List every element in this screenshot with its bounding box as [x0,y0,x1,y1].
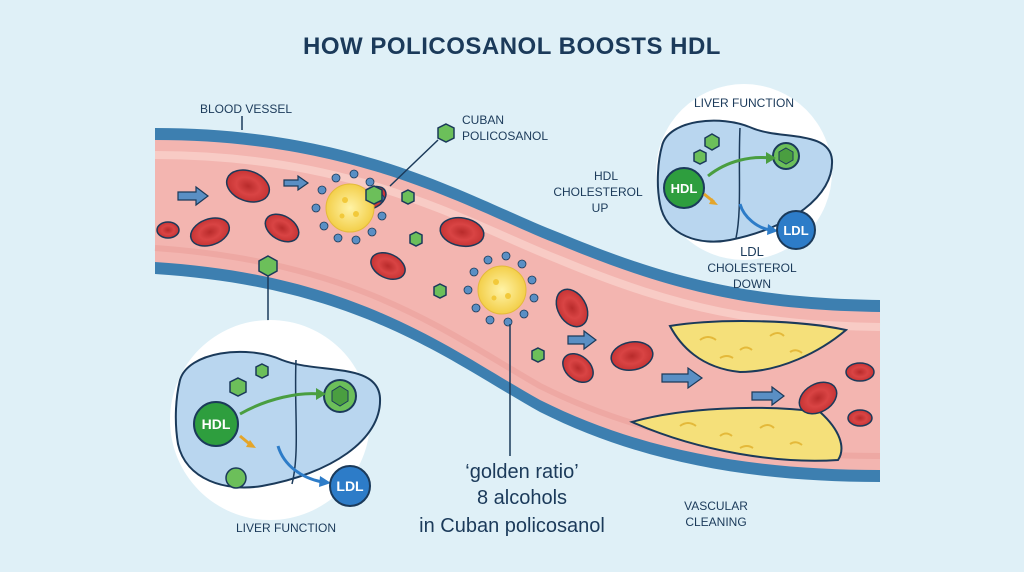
hdl-badge-top: HDL [671,181,698,196]
red-blood-cell [370,251,406,281]
label-cleaning: CLEANING [685,515,746,529]
flow-arrow-icon [751,385,785,407]
red-blood-cell [189,217,231,247]
red-blood-cell [798,381,838,415]
hexagon-icon [437,123,455,143]
liver-panel-top: LIVER FUNCTION HDL LDL [656,84,834,260]
plaque-lower [629,406,843,462]
label-cuban-policosanol: in Cuban policosanol [419,515,605,537]
hexagon-icon [365,185,383,205]
red-blood-cell [264,213,300,243]
red-blood-cell [847,409,873,427]
liver-panel-bottom: HDL LDL [170,320,382,520]
label-policosanol-line2: POLICOSANOL [462,129,548,143]
red-blood-cell [845,362,875,382]
label-liver-function-top: LIVER FUNCTION [694,96,794,110]
red-blood-cell [225,169,271,203]
leader-lines [241,116,511,456]
policosanol-molecules [258,123,545,363]
red-blood-cell [439,216,485,248]
label-eight-alcohols: 8 alcohols [477,487,567,509]
label-hdl-up-line1: HDL [594,169,618,183]
flow-arrow-icon [567,329,597,351]
ldl-badge-top: LDL [783,223,808,238]
label-blood-vessel: BLOOD VESSEL [200,102,292,116]
flow-arrow-icon [177,185,209,207]
plaque-upper [668,320,849,374]
hdl-badge-bottom: HDL [202,416,231,432]
page-title: HOW POLICOSANOL BOOSTS HDL [303,33,721,60]
label-golden-ratio: ‘golden ratio’ [465,461,578,483]
label-liver-function-bottom: LIVER FUNCTION [236,521,336,535]
label-ldl-down-line3: DOWN [733,277,771,291]
label-policosanol-line1: CUBAN [462,113,504,127]
hexagon-icon [433,283,447,299]
hexagon-icon [258,255,278,277]
label-ldl-down-line1: LDL [740,244,764,259]
hexagon-icon [401,189,415,205]
flow-arrows [177,174,785,407]
label-ldl-down-line2: CHOLESTEROL [707,261,797,275]
flow-arrow-icon [661,366,704,390]
flow-arrow-icon [283,174,310,192]
hexagon-icon [409,231,423,247]
red-blood-cell [555,288,589,328]
label-hdl-up-line2: CHOLESTEROL [553,185,643,199]
red-blood-cell [562,352,594,384]
hexagon-icon [531,347,545,363]
label-vascular: VASCULAR [684,499,748,513]
label-hdl-up-line3: UP [592,201,609,215]
ldl-badge-bottom: LDL [336,478,364,494]
policosanol-micelle [463,251,539,327]
red-blood-cell [156,221,180,239]
red-blood-cell [610,340,654,372]
